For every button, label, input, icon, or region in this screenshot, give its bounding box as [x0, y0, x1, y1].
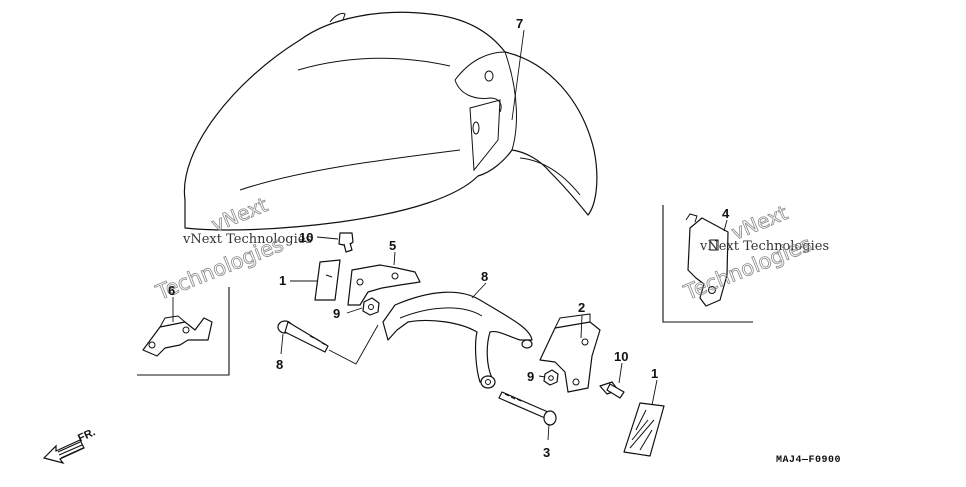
callout-7: 8: [481, 269, 488, 284]
front-fender-part: [183, 11, 598, 231]
bolt-8-left-part: [277, 320, 329, 353]
callout-6: 7: [516, 16, 523, 31]
callout-8-left: 8: [276, 357, 283, 372]
bolt-8-lower-part: [498, 391, 557, 426]
callout-8-lower: 3: [543, 445, 550, 460]
callout-2: 2: [578, 300, 585, 315]
stay-4-part: [347, 264, 421, 306]
front-label: FR.: [76, 426, 97, 444]
bolt-10-lower-part: [599, 381, 625, 399]
callout-1-left: 1: [279, 273, 286, 288]
front-direction-marker: FR.: [42, 426, 97, 465]
watermark-line1-right: vNext Technologies: [699, 239, 829, 254]
callout-5: 6: [168, 283, 175, 298]
bolt-10-upper-part: [338, 232, 354, 253]
bracket-right-part: [662, 205, 753, 323]
callout-3: 4: [722, 206, 730, 221]
callout-labels: 7 10 5 1 6 9 8 8 2 9 10 1 3 4: [168, 16, 730, 460]
callout-9-upper: 9: [333, 306, 340, 321]
watermark-line2-right: vNext: [728, 200, 791, 244]
reflector-right-part: [623, 402, 665, 457]
nut-9-upper-part: [362, 297, 380, 316]
callout-4: 5: [389, 238, 396, 253]
callout-9-lower: 9: [527, 369, 534, 384]
nut-9-lower-part: [543, 369, 559, 386]
bracket-left-part: [137, 287, 230, 376]
front-arrow-icon: [42, 439, 85, 465]
reflector-left-part: [314, 259, 341, 301]
stay-2-part: [539, 313, 601, 393]
callout-1-right: 1: [651, 366, 658, 381]
callout-10-upper: 10: [299, 230, 313, 245]
callout-10-lower: 10: [614, 349, 628, 364]
drawing-code: MAJ4—F0900: [776, 455, 841, 466]
fender-brace-part: [382, 291, 533, 389]
watermark-line1-left: vNext Technologies: [182, 232, 312, 247]
leader-lines: [172, 29, 728, 441]
